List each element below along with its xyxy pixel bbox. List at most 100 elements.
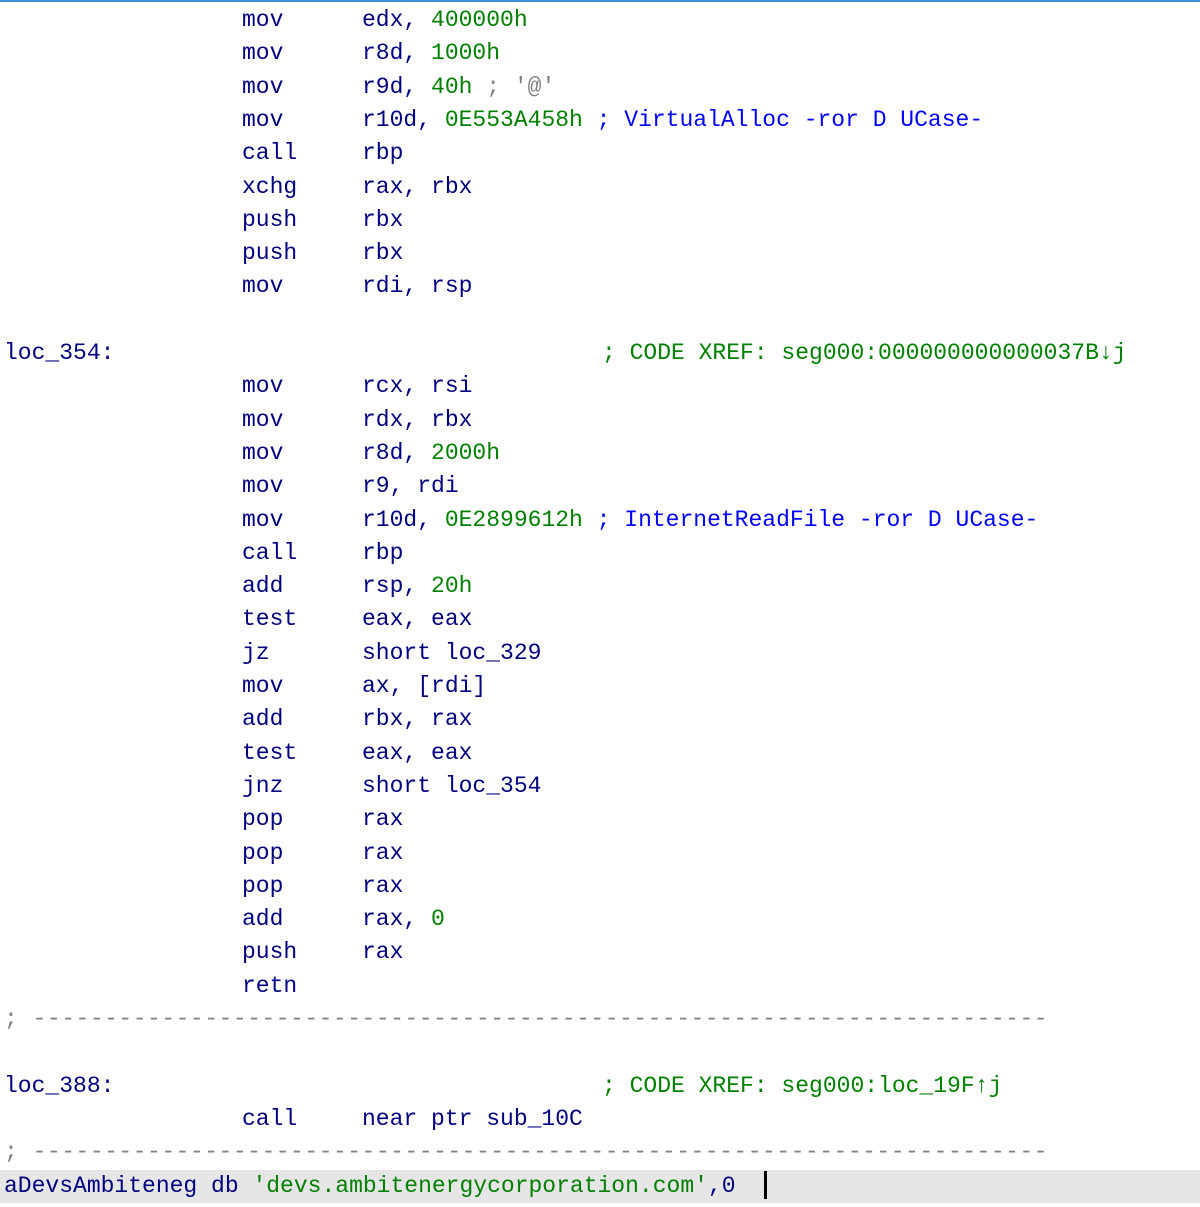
separator-line[interactable]: ; --------------------------------------… [0,1136,1200,1169]
operand-registers[interactable]: rbp [362,539,404,566]
operand-registers[interactable]: eax, eax [362,739,473,766]
instruction-line[interactable]: mov r8d, 1000h [0,37,1200,70]
mnemonic: mov [242,506,284,533]
operands: rax [362,803,403,836]
instruction-line[interactable]: push rbx [0,237,1200,270]
mnemonic: mov [242,40,284,67]
immediate-value: 0E553A458h [444,106,583,133]
xref-comment[interactable]: ; CODE XREF: seg000:000000000000037B↓j [602,340,1127,366]
window-top-border [0,0,1200,2]
operands: rax, rbx [362,171,472,204]
operand-registers[interactable]: rax, rbx [362,173,473,200]
operand-registers[interactable]: rax [362,839,404,866]
instruction-line[interactable]: push rbx [0,204,1200,237]
operand-registers[interactable]: rax, [362,906,432,933]
operand-registers[interactable]: r10d, [362,106,445,133]
operand-registers[interactable]: rcx, rsi [362,373,473,400]
instruction-line[interactable] [0,304,1200,337]
instruction-line[interactable]: mov ax, [rdi] [0,670,1200,703]
operand-registers[interactable]: near ptr sub_10C [362,1105,583,1132]
current-line[interactable]: aDevsAmbiteneg db 'devs.ambitenergycorpo… [0,1169,1200,1203]
operand-registers[interactable]: rbx, rax [362,706,473,733]
operand-registers[interactable]: short loc_354 [362,772,542,799]
operands: rax [362,870,403,903]
mnemonic: mov [242,439,284,466]
mnemonic: jz [242,639,270,666]
operand-registers[interactable]: rsp, [362,573,432,600]
operands: rax [362,936,403,969]
mnemonic: push [242,240,298,267]
operand-registers[interactable]: rax [362,806,404,833]
operand-registers[interactable]: r8d, [362,40,432,67]
operand-registers[interactable]: eax, eax [362,606,473,633]
instruction-line[interactable]: xchg rax, rbx [0,171,1200,204]
separator-line[interactable]: ; --------------------------------------… [0,1003,1200,1036]
operand-registers[interactable]: rbp [362,140,404,167]
operands: rbx [362,237,403,270]
instruction-line[interactable]: push rax [0,936,1200,969]
instruction-line[interactable] [0,1036,1200,1069]
operand-registers[interactable]: r9d, [362,73,432,100]
operand-registers[interactable]: rbx [362,206,404,233]
instruction-line[interactable]: mov r8d, 2000h [0,437,1200,470]
operand-registers[interactable]: r9, rdi [362,473,459,500]
operand-registers[interactable]: rbx [362,240,404,267]
operand-registers[interactable]: r8d, [362,439,432,466]
string-terminator: ,0 [707,1172,736,1199]
immediate-value: 0 [431,906,445,933]
char-comment: ; '@' [472,73,556,100]
operand-registers[interactable]: rdi, rsp [362,273,473,300]
label-line[interactable]: loc_388: ; CODE XREF: seg000:loc_19F↑j [0,1070,1200,1103]
operand-registers[interactable]: rax [362,872,404,899]
instruction-line[interactable]: pop rax [0,870,1200,903]
mnemonic: call [242,140,298,167]
data-definition: aDevsAmbiteneg db 'devs.ambitenergycorpo… [4,1170,767,1203]
operands: edx, 400000h [362,4,528,37]
db-directive: db [197,1172,253,1199]
code-label[interactable]: loc_388: [4,1072,115,1099]
operand-registers[interactable]: rax [362,939,404,966]
instruction-line[interactable]: jz short loc_329 [0,637,1200,670]
operands: rbp [362,537,403,570]
mnemonic: mov [242,106,284,133]
mnemonic: push [242,939,298,966]
operand-registers[interactable]: short loc_329 [362,639,542,666]
operand-registers[interactable]: r10d, [362,506,445,533]
mnemonic: push [242,206,298,233]
api-comment: ; InternetReadFile -ror D UCase- [582,506,1039,533]
operand-registers[interactable]: ax, [rdi] [362,673,487,699]
operand-registers[interactable]: edx, [362,7,432,33]
instruction-line[interactable]: retn [0,970,1200,1003]
operands: r8d, 2000h [362,437,500,470]
operand-registers[interactable]: rdx, rbx [362,406,473,433]
xref-comment[interactable]: ; CODE XREF: seg000:loc_19F↑j [602,1072,1003,1099]
instruction-line[interactable]: call rbp [0,137,1200,170]
operands: r9, rdi [362,470,459,503]
data-name-label[interactable]: aDevsAmbiteneg [4,1172,198,1199]
mnemonic: xchg [242,173,298,200]
label-line[interactable]: loc_354: ; CODE XREF: seg000:000000000000… [0,337,1200,370]
operands: r8d, 1000h [362,37,500,70]
code-label[interactable]: loc_354: [4,340,115,366]
immediate-value: 40h [431,73,473,100]
mnemonic: mov [242,673,284,699]
mnemonic: pop [242,872,284,899]
